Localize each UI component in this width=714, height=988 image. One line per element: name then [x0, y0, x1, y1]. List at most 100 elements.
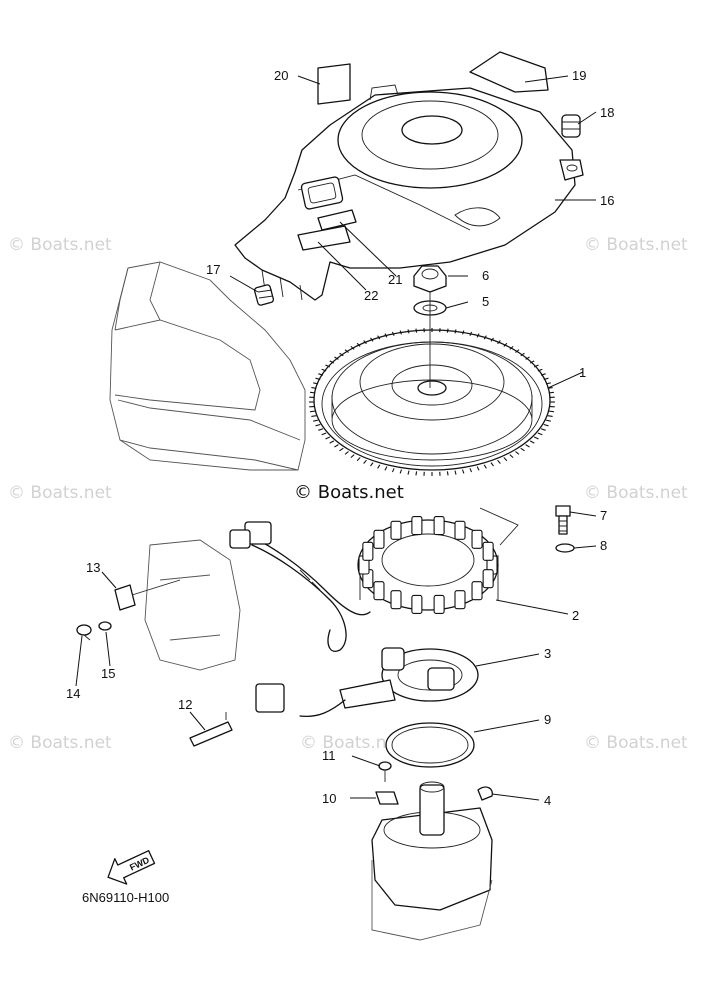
- screw-14: [76, 624, 92, 641]
- label-plate-20: [317, 63, 351, 105]
- ring-gear-tooth: [497, 340, 501, 345]
- flywheel-ring-gear-teeth: [309, 328, 555, 476]
- screw-17: [253, 284, 275, 306]
- callout-16: 16: [600, 193, 614, 208]
- ring-gear-tooth: [311, 415, 317, 417]
- flywheel: [309, 328, 555, 476]
- ring-gear-tooth: [344, 349, 349, 353]
- callout-17: 17: [206, 262, 220, 277]
- ring-gear-tooth: [490, 337, 494, 342]
- ring-gear-tooth: [318, 428, 324, 431]
- ring-gear-tooth: [540, 373, 546, 376]
- ring-gear-tooth: [384, 466, 388, 471]
- ring-gear-tooth: [339, 447, 344, 452]
- ring-gear-tooth: [533, 436, 539, 440]
- screw-11: [378, 761, 392, 782]
- ring-gear-tooth: [543, 423, 549, 427]
- pulser-coil-assembly: [255, 647, 479, 718]
- ring-gear-tooth: [533, 364, 539, 368]
- pulser-connector: [255, 683, 285, 713]
- ring-gear-tooth: [344, 451, 349, 455]
- ring-gear-tooth: [483, 335, 487, 340]
- callout-8: 8: [600, 538, 607, 553]
- woodruff-key-4: [477, 786, 493, 801]
- stator-coil: [390, 520, 402, 540]
- ring-gear-tooth: [503, 457, 508, 462]
- ring-gear-tooth: [462, 330, 465, 335]
- watermark-right-top: © Boats.net: [584, 235, 688, 255]
- ring-gear-tooth: [529, 440, 535, 444]
- ring-gear-tooth: [315, 423, 321, 427]
- ring-gear-tooth: [537, 432, 543, 436]
- callout-2: 2: [572, 608, 579, 623]
- watermark-left-mid: © Boats.net: [8, 483, 112, 503]
- ring-gear-tooth: [520, 352, 525, 357]
- ring-gear-tooth: [529, 360, 535, 364]
- ring-gear-tooth: [548, 410, 555, 413]
- ring-gear-tooth: [334, 444, 339, 448]
- ring-gear-tooth: [356, 342, 361, 347]
- ring-gear-tooth: [356, 457, 361, 462]
- ring-gear-tooth: [407, 470, 410, 475]
- ring-gear-tooth: [399, 330, 402, 335]
- ring-gear-tooth: [454, 329, 457, 334]
- ring-gear-tooth: [548, 391, 555, 394]
- callout-21: 21: [388, 272, 402, 287]
- watermark-right-bottom: © Boats.net: [584, 733, 688, 753]
- watermark-left-top: © Boats.net: [8, 235, 112, 255]
- ring-gear-tooth: [350, 345, 355, 350]
- stator-coil: [373, 529, 385, 549]
- stator-coil: [411, 594, 423, 614]
- stator-coil: [373, 581, 385, 601]
- ring-gear-tooth: [446, 328, 449, 333]
- stator-coil: [411, 516, 423, 536]
- ring-gear-tooth: [497, 459, 501, 464]
- callout-9: 9: [544, 712, 551, 727]
- ring-gear-tooth: [384, 333, 388, 338]
- ring-gear-tooth: [350, 454, 355, 459]
- clamp-10: [375, 791, 399, 805]
- callout-19: 19: [572, 68, 586, 83]
- ring-gear-tooth: [520, 447, 525, 452]
- ring-gear-tooth: [415, 471, 418, 476]
- washer-8: [555, 543, 575, 553]
- watermark-left-bottom: © Boats.net: [8, 733, 112, 753]
- ring-gear-tooth: [329, 360, 335, 364]
- ring-gear-tooth: [469, 468, 473, 473]
- diagram-code: 6N69110-H100: [82, 890, 169, 905]
- callout-1: 1: [579, 365, 586, 380]
- callout-7: 7: [600, 508, 607, 523]
- callout-11: 11: [322, 748, 336, 763]
- callout-10: 10: [322, 791, 336, 806]
- powerhead-outline: [109, 261, 306, 471]
- ring-gear-tooth: [537, 368, 543, 372]
- ring-gear-tooth: [363, 459, 367, 464]
- ring-gear-tooth: [543, 377, 549, 381]
- ring-gear-tooth: [377, 335, 381, 340]
- ring-gear-tooth: [309, 410, 316, 413]
- ring-gear-tooth: [476, 466, 480, 471]
- callout-6: 6: [482, 268, 489, 283]
- stator-coil: [482, 541, 494, 561]
- callout-4: 4: [544, 793, 551, 808]
- callout-5: 5: [482, 294, 489, 309]
- ring-gear-tooth: [313, 382, 319, 385]
- ring-gear-tooth: [334, 356, 339, 360]
- stator-coil: [471, 581, 483, 601]
- stator-coil: [362, 541, 374, 561]
- ring-gear-tooth: [515, 349, 520, 353]
- ring-gear-tooth: [515, 451, 520, 455]
- stator-coil: [433, 594, 445, 614]
- grommet-18: [561, 114, 581, 138]
- ring-gear-tooth: [545, 419, 551, 422]
- stator-coil: [454, 520, 466, 540]
- stator-coils: [358, 516, 498, 614]
- stator-coil: [433, 516, 445, 536]
- label-plate-19: [469, 51, 549, 93]
- ring-gear-tooth: [399, 469, 402, 474]
- plate-13: [114, 584, 136, 611]
- watermark-center-bottom: © Boats.net: [300, 733, 404, 753]
- nut-6: [413, 265, 447, 293]
- ring-gear-tooth: [377, 464, 381, 469]
